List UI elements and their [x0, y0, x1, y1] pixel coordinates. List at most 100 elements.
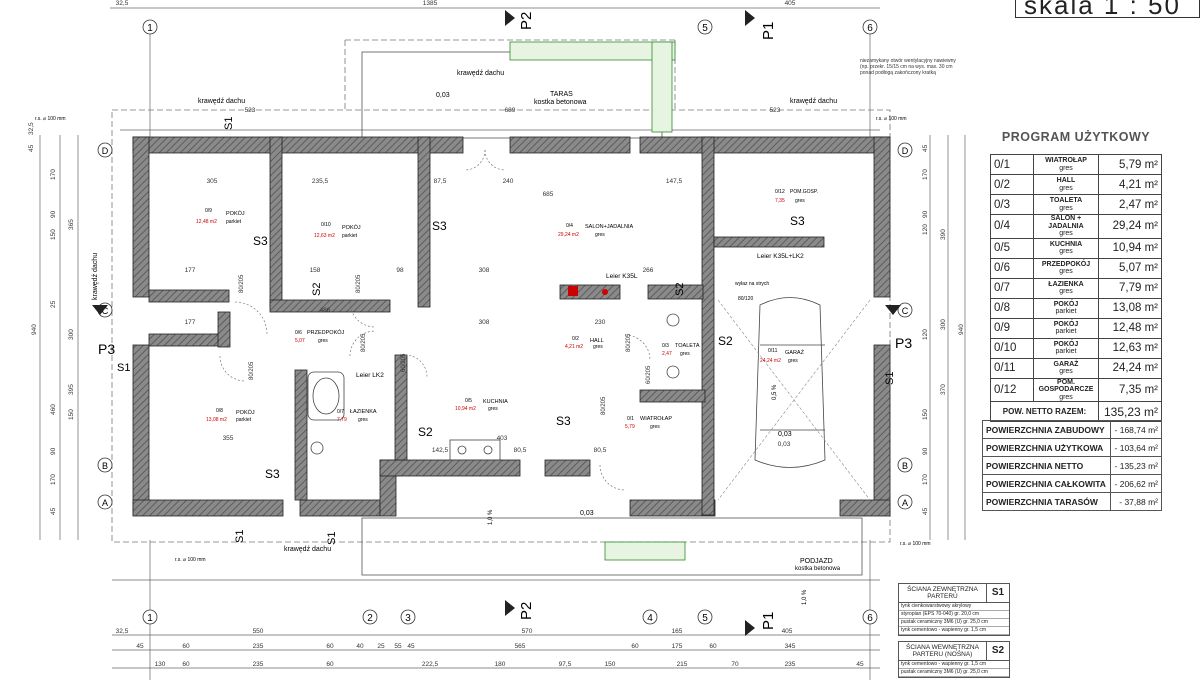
svg-text:0/11: 0/11 — [768, 348, 778, 354]
program-total-value: 135,23 m² — [1098, 401, 1162, 422]
axis-markers-top — [142, 19, 878, 35]
svg-text:90: 90 — [50, 447, 57, 455]
svg-text:460: 460 — [50, 404, 57, 415]
axis-label-A-right: A — [902, 498, 908, 508]
area-summary-row: POWIERZCHNIA TARASÓW- 37,88 m² — [981, 492, 1162, 511]
svg-text:POKÓJ: POKÓJ — [342, 224, 361, 231]
svg-text:12,48 m2: 12,48 m2 — [196, 219, 217, 225]
room-label-0-11: 0/11 GARAŻ 24,24 m2 gres — [760, 348, 805, 364]
axis-label-1-top: 1 — [147, 23, 153, 34]
opening-sizes: 80/205 80/205 80/205 80/205 80/205 60/20… — [239, 274, 652, 415]
svg-text:177: 177 — [185, 319, 196, 326]
program-room-number: 0/3 — [990, 194, 1034, 215]
svg-text:90: 90 — [922, 210, 929, 218]
svg-text:0/10: 0/10 — [321, 222, 331, 228]
svg-text:80,5: 80,5 — [594, 447, 607, 454]
program-room-finish: gres — [1059, 268, 1073, 275]
section-marker-flags — [92, 10, 901, 636]
axis-label-3-bottom: 3 — [405, 613, 411, 624]
dimensions-right: 45 170 90 120 390 940 120 300 370 150 90… — [922, 144, 965, 515]
axis-label-B-left: B — [102, 461, 108, 471]
program-room-finish: gres — [1059, 204, 1073, 212]
wall-code-s1-bottom-mid: S1 — [326, 532, 338, 545]
lintel-label-1: Leier K35L+LK2 — [757, 253, 804, 260]
program-room-finish: gres — [1059, 230, 1073, 237]
program-room-area: 7,79 m² — [1098, 277, 1162, 299]
axis-label-D-left: D — [102, 146, 109, 156]
program-room-area: 24,24 m² — [1098, 357, 1162, 379]
svg-text:87,5: 87,5 — [434, 178, 447, 185]
program-room-finish: gres — [1059, 368, 1073, 375]
section-label-p2-bottom: P2 — [518, 602, 535, 620]
svg-text:4,21 m2: 4,21 m2 — [565, 344, 583, 350]
svg-text:523: 523 — [245, 107, 256, 114]
program-room-finish: gres — [1059, 288, 1073, 295]
axis-label-5-bottom: 5 — [702, 613, 708, 624]
dimensions-bottom: 32,5 550 570 165 405 45 60 235 60 40 25 … — [116, 628, 864, 668]
level-label-3: 0,03 — [580, 510, 594, 517]
area-summary-label: POWIERZCHNIA NETTO — [981, 456, 1112, 475]
svg-text:550: 550 — [253, 628, 264, 635]
svg-text:370: 370 — [940, 384, 947, 395]
svg-text:24,24 m2: 24,24 m2 — [760, 358, 781, 364]
svg-text:10,94 m2: 10,94 m2 — [455, 406, 476, 412]
axis-label-6-top: 6 — [867, 23, 873, 34]
svg-text:235: 235 — [785, 661, 796, 668]
svg-text:130: 130 — [155, 661, 166, 668]
program-room-finish: gres — [1059, 184, 1073, 192]
program-room-number: 0/5 — [990, 237, 1034, 259]
room-label-0-6: 0/6 PRZEDPOKÓJ 5,07 gres — [295, 329, 345, 344]
wall-code-s2-bath: S2 — [418, 425, 433, 439]
svg-text:1385: 1385 — [423, 0, 438, 7]
svg-text:0/1: 0/1 — [627, 416, 634, 422]
program-room-title: PRZEDPOKÓJ — [1041, 260, 1091, 268]
section-label-p1-top: P1 — [760, 22, 777, 40]
drainpipe-label-top-right: r.s. ⌀ 100 mm — [876, 116, 907, 122]
program-room-number: 0/8 — [990, 297, 1034, 319]
svg-text:0/3: 0/3 — [662, 343, 669, 349]
program-room-finish: parkiet — [1055, 328, 1077, 335]
axis-label-C-left: C — [102, 306, 109, 316]
svg-text:170: 170 — [922, 474, 929, 485]
roof-edge-label-vertical: krawędź dachu — [92, 253, 99, 300]
svg-text:98: 98 — [396, 267, 404, 274]
svg-text:120: 120 — [922, 329, 929, 340]
svg-text:235,5: 235,5 — [312, 178, 329, 185]
room-label-0-4: 0/4 SALON+JADALNIA 29,24 m2 gres — [558, 223, 633, 238]
svg-text:940: 940 — [958, 324, 965, 335]
axis-markers-bottom — [142, 609, 878, 625]
room-label-0-12: 0/12 POM.GOSP. 7,35 gres — [775, 189, 818, 204]
svg-text:gres: gres — [318, 338, 328, 344]
svg-text:45: 45 — [50, 507, 57, 515]
wall-legend-s2: ŚCIANA WEWNĘTRZNA PARTERU (NOŚNA) S2 tyn… — [898, 641, 1010, 678]
svg-text:395: 395 — [68, 384, 75, 395]
program-room-number: 0/11 — [990, 357, 1034, 379]
svg-text:ŁAZIENKA: ŁAZIENKA — [350, 409, 377, 415]
svg-text:GARAŻ: GARAŻ — [785, 349, 805, 356]
svg-text:0/12: 0/12 — [775, 189, 785, 195]
svg-text:80/205: 80/205 — [239, 274, 245, 293]
bathtub-icon — [307, 371, 345, 421]
svg-text:222,5: 222,5 — [422, 661, 439, 668]
svg-text:405: 405 — [782, 628, 793, 635]
room-label-0-9: 0/9 POKÓJ 12,48 m2 parkiet — [196, 208, 245, 225]
axis-label-A-left: A — [102, 498, 108, 508]
wall-code-s1-top-left: S1 — [223, 117, 235, 130]
svg-text:60: 60 — [631, 643, 639, 650]
axis-label-2-bottom: 2 — [367, 613, 373, 624]
svg-text:0/9: 0/9 — [205, 208, 212, 214]
axis-label-1-bottom: 1 — [147, 613, 153, 624]
svg-text:300: 300 — [68, 329, 75, 340]
area-summary-row: POWIERZCHNIA NETTO- 135,23 m² — [981, 456, 1162, 475]
room-label-0-1: 0/1 WIATROŁAP 5,79 gres — [625, 416, 672, 430]
wall-legend-s1-title: ŚCIANA ZEWNĘTRZNA PARTERU — [907, 586, 978, 600]
wall-legend-layer: styropian (EPS 70-040) gr. 20,0 cm — [899, 611, 1009, 619]
svg-text:0/2: 0/2 — [572, 336, 579, 342]
svg-text:13,08 m2: 13,08 m2 — [206, 417, 227, 423]
